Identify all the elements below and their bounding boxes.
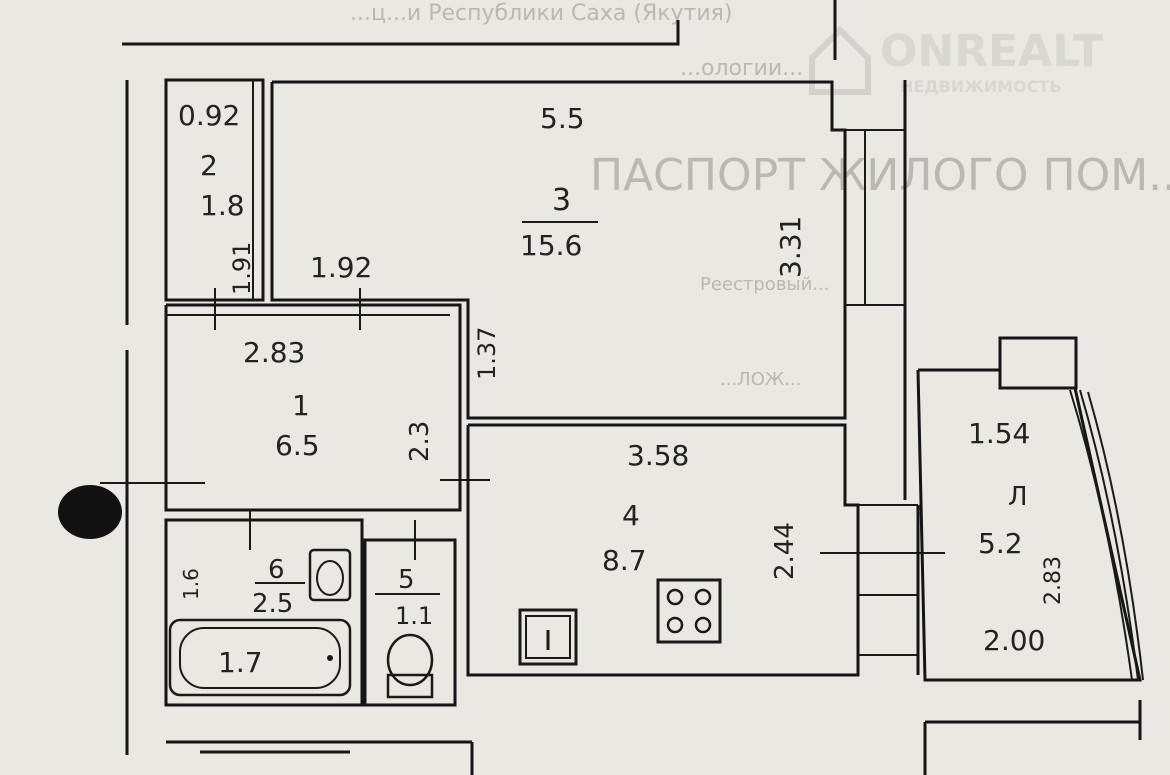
- watermark: ONREALT НЕДВИЖИМОСТЬ: [809, 25, 1103, 96]
- room-4-number: 4: [622, 499, 640, 532]
- room-3-number: 3: [552, 183, 571, 218]
- room-2-area: 1.8: [200, 189, 245, 222]
- room-4-dim-a: 3.58: [627, 439, 689, 472]
- room-3-dim-c: 1.92: [310, 251, 372, 284]
- watermark-tagline: НЕДВИЖИМОСТЬ: [900, 77, 1062, 96]
- room-6-walls: [164, 518, 364, 707]
- room-4-dim-b: 2.44: [770, 522, 800, 580]
- room-3-dim-b: 3.31: [774, 216, 807, 278]
- background-text-1: ...ц...и Республики Саха (Якутия): [350, 1, 732, 26]
- room-3-walls: [270, 80, 847, 420]
- room-3-dim-a: 5.5: [540, 102, 585, 135]
- top-boundary-line: [122, 20, 680, 46]
- background-text-2: ...ологии...: [680, 56, 803, 81]
- stove-icon: [656, 578, 722, 644]
- balcony-dim-a: 1.54: [968, 417, 1030, 450]
- room-5-walls: [363, 538, 457, 707]
- balcony-rail-2: [1079, 389, 1139, 681]
- room-1-dim-b: 2.3: [405, 421, 435, 462]
- background-text-3: ПАСПОРТ ЖИЛОГО ПОМ...: [590, 150, 1170, 201]
- kitchen-sink-icon: [518, 608, 578, 666]
- sink-icon: [308, 548, 352, 602]
- background-text-4: Реестровый...: [700, 274, 830, 295]
- room-5-number: 5: [398, 565, 415, 595]
- balcony-dim-b: 2.00: [983, 624, 1045, 657]
- bathtub-icon: [168, 618, 352, 697]
- room-1-area: 6.5: [275, 429, 320, 462]
- room-3-dim-d: 1.37: [473, 327, 501, 380]
- balcony-area: 5.2: [978, 527, 1023, 560]
- room-1-number: 1: [292, 389, 310, 422]
- balcony-dim-c: 2.83: [1041, 556, 1066, 605]
- room-2-number: 2: [200, 149, 218, 182]
- room-6-area: 2.5: [252, 589, 293, 619]
- room-1-dim-a: 2.83: [243, 336, 305, 369]
- room-6-number: 6: [268, 555, 285, 585]
- watermark-brand: ONREALT: [880, 26, 1103, 77]
- room-3-area: 15.6: [520, 229, 582, 262]
- room-2-dim-b: 1.91: [228, 242, 256, 295]
- room-6-dim-b: 1.7: [218, 646, 263, 679]
- balcony-rail-3: [1087, 391, 1144, 681]
- background-text-5: ...ЛОЖ...: [720, 369, 801, 390]
- balcony-letter: Л: [1008, 482, 1028, 512]
- toilet-icon: [386, 633, 434, 699]
- balcony-rail-1: [1069, 389, 1133, 681]
- room-2-dim-a: 0.92: [178, 99, 240, 132]
- room-5-area: 1.1: [395, 602, 433, 630]
- room-6-dim-a: 1.6: [179, 568, 203, 600]
- balcony-box: [998, 336, 1078, 390]
- room-1-walls: [164, 303, 462, 512]
- room-4-area: 8.7: [602, 544, 647, 577]
- entrance-marker: [58, 485, 122, 539]
